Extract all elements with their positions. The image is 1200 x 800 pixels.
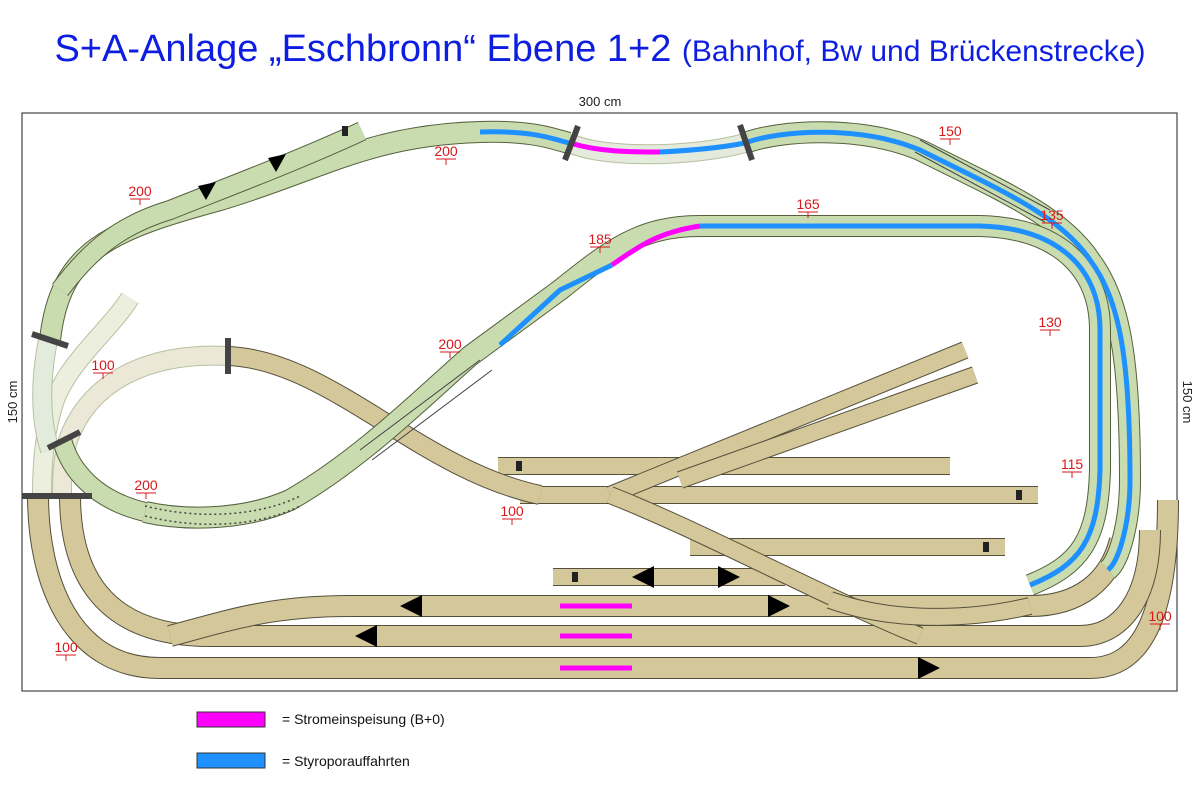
height-marker-label: 115 <box>1061 456 1084 472</box>
legend-label-styrofoam: = Styroporauffahrten <box>282 753 410 769</box>
height-marker-label: 200 <box>134 477 158 493</box>
height-marker-label: 200 <box>434 143 458 159</box>
buffer-stop-icon <box>342 126 1022 582</box>
height-dimension-right: 150 cm <box>1180 381 1195 424</box>
height-marker-label: 130 <box>1038 314 1062 330</box>
title-main: S+A-Anlage „Eschbronn“ Ebene 1+2 <box>54 28 672 70</box>
legend-label-power-feed: = Stromeinspeisung (B+0) <box>282 711 445 727</box>
height-marker-label: 185 <box>588 231 612 247</box>
bridge-section <box>144 139 1051 526</box>
page-title: S+A-Anlage „Eschbronn“ Ebene 1+2 (Bahnho… <box>0 28 1200 71</box>
height-marker-label: 100 <box>54 639 78 655</box>
height-marker-label: 150 <box>938 123 962 139</box>
height-marker-label: 100 <box>500 503 524 519</box>
height-marker-label: 165 <box>796 196 820 212</box>
direction-arrow-icon <box>198 154 940 679</box>
legend-swatch-power-feed <box>196 711 266 728</box>
level1-tracks <box>27 341 1179 679</box>
height-marker-label: 200 <box>128 183 152 199</box>
legend: = Stromeinspeisung (B+0) = Styroporauffa… <box>196 711 445 769</box>
width-dimension: 300 cm <box>579 94 622 109</box>
height-marker-label: 135 <box>1040 207 1064 223</box>
tunnel-portal-icon <box>22 124 755 499</box>
power-feeds <box>560 140 701 671</box>
height-marker-label: 100 <box>1148 608 1172 624</box>
height-marker-label: 100 <box>91 357 115 373</box>
title-sub: (Bahnhof, Bw und Brückenstrecke) <box>681 35 1146 68</box>
height-dimension-left: 150 cm <box>5 381 20 424</box>
height-markers: 200 200 185 165 150 135 130 200 100 115 200 100 100 1… <box>54 123 1172 661</box>
height-marker-label: 200 <box>438 336 462 352</box>
legend-swatch-styrofoam <box>196 752 266 769</box>
